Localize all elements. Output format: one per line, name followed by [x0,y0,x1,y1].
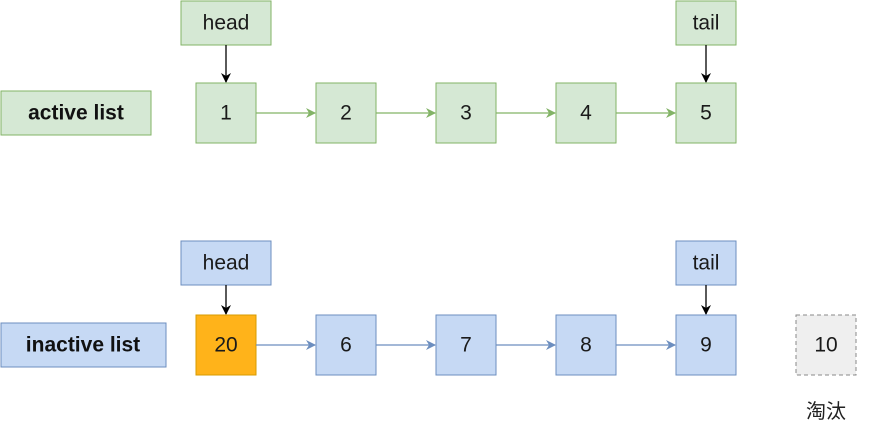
active-tail-label: tail [693,12,720,35]
inactive-node-label: 20 [214,334,237,357]
active-node-label: 3 [460,102,472,125]
active-node-label: 1 [220,102,232,125]
active-list-label-box [0,90,152,136]
inactive-tail-box [675,240,737,286]
inactive-node-box [315,314,377,376]
evicted-node-box [795,314,857,376]
active-list-label: active list [28,102,124,125]
active-node-box [675,82,737,144]
evicted-node-label: 10 [814,334,837,357]
inactive-node-box [675,314,737,376]
inactive-node-box [555,314,617,376]
inactive-node-box-highlighted [195,314,257,376]
active-node-label: 4 [580,102,592,125]
active-node-label: 5 [700,102,712,125]
inactive-head-label: head [203,252,250,275]
active-node-label: 2 [340,102,352,125]
inactive-list-label: inactive list [26,334,140,357]
active-list-group: active list head tail 1 2 3 4 5 [0,0,737,144]
evicted-group: 10 淘汰 [795,314,857,423]
active-head-label: head [203,12,250,35]
inactive-node-label: 6 [340,334,352,357]
active-node-box [555,82,617,144]
inactive-head-box [180,240,272,286]
active-head-box [180,0,272,46]
inactive-node-box [435,314,497,376]
inactive-node-label: 7 [460,334,472,357]
evicted-caption: 淘汰 [806,399,846,423]
active-node-box [195,82,257,144]
active-node-box [435,82,497,144]
inactive-node-label: 8 [580,334,592,357]
inactive-node-label: 9 [700,334,712,357]
inactive-tail-label: tail [693,252,720,275]
inactive-list-group: inactive list head tail 20 6 7 8 9 [0,240,737,376]
inactive-list-label-box [0,322,167,368]
